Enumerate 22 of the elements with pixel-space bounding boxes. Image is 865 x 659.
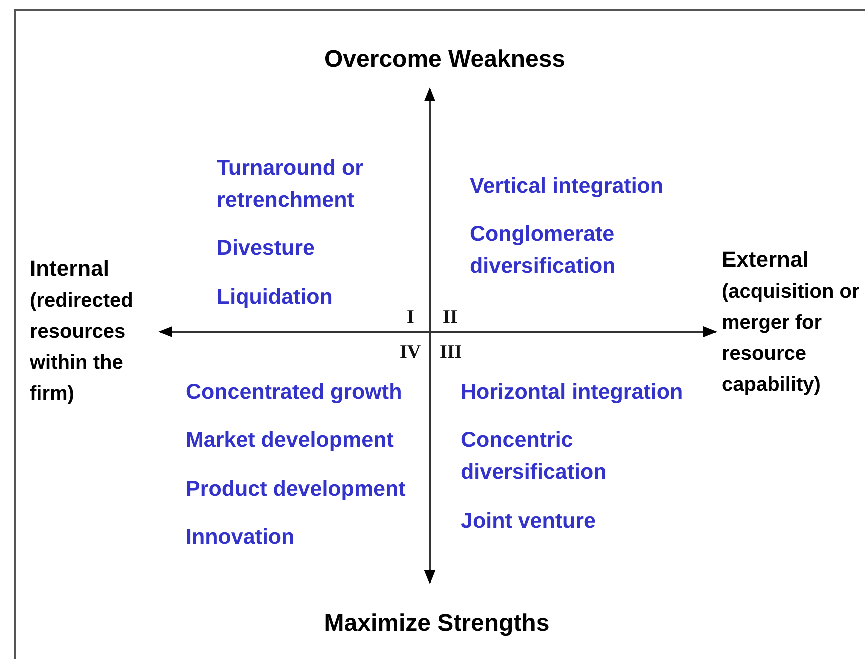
strategy-label: Divesture (217, 235, 315, 262)
axis-label: Overcome Weakness (324, 46, 566, 74)
strategy-label: Turnaround or retrenchment (217, 155, 365, 214)
strategy-label: Conglomerate diversification (470, 221, 617, 280)
quadrant-numeral: I (407, 307, 414, 329)
axis-note: (redirected resources within the firm) (30, 289, 134, 407)
quadrant-numeral: II (443, 307, 458, 329)
strategy-label: Horizontal integration (461, 379, 684, 406)
strategy-label: Liquidation (217, 284, 333, 311)
strategy-label: Vertical integration (470, 173, 664, 200)
quadrant-numeral: III (440, 342, 462, 364)
strategy-label: Joint venture (461, 508, 596, 535)
axis-label: Internal (30, 255, 110, 283)
quadrant-numeral: IV (400, 342, 422, 364)
axis-note: (acquisition or merger for resource capability) (722, 280, 861, 398)
strategy-label: Concentric diversification (461, 427, 608, 486)
strategy-label: Innovation (186, 524, 295, 551)
strategy-label: Concentrated growth (186, 379, 402, 406)
strategy-label: Market development (186, 427, 394, 454)
strategy-label: Product development (186, 476, 406, 503)
axis-label: Maximize Strengths (324, 610, 550, 638)
axis-label: External (722, 246, 809, 274)
